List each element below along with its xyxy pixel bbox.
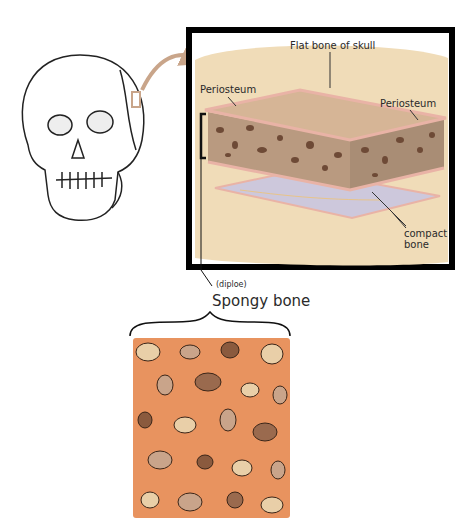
spongy-bone-detail [133, 338, 290, 518]
bracket-leader [201, 158, 212, 286]
bracket [201, 114, 206, 158]
leader-lines [228, 52, 418, 228]
trabeculae [136, 342, 287, 513]
outer-compact-plate [205, 90, 446, 140]
skull-drawing [22, 55, 143, 220]
curly-brace [130, 312, 290, 336]
part-label: Periosteum [200, 84, 256, 95]
part-label: Flat bone of skull [290, 40, 375, 51]
part-label: compact bone [404, 228, 450, 250]
part-label: (diploe) [216, 281, 247, 290]
part-label: Periosteum [380, 98, 436, 109]
inset-frame [189, 30, 452, 267]
location-marker [132, 92, 140, 107]
part-label: Spongy bone [212, 293, 310, 310]
